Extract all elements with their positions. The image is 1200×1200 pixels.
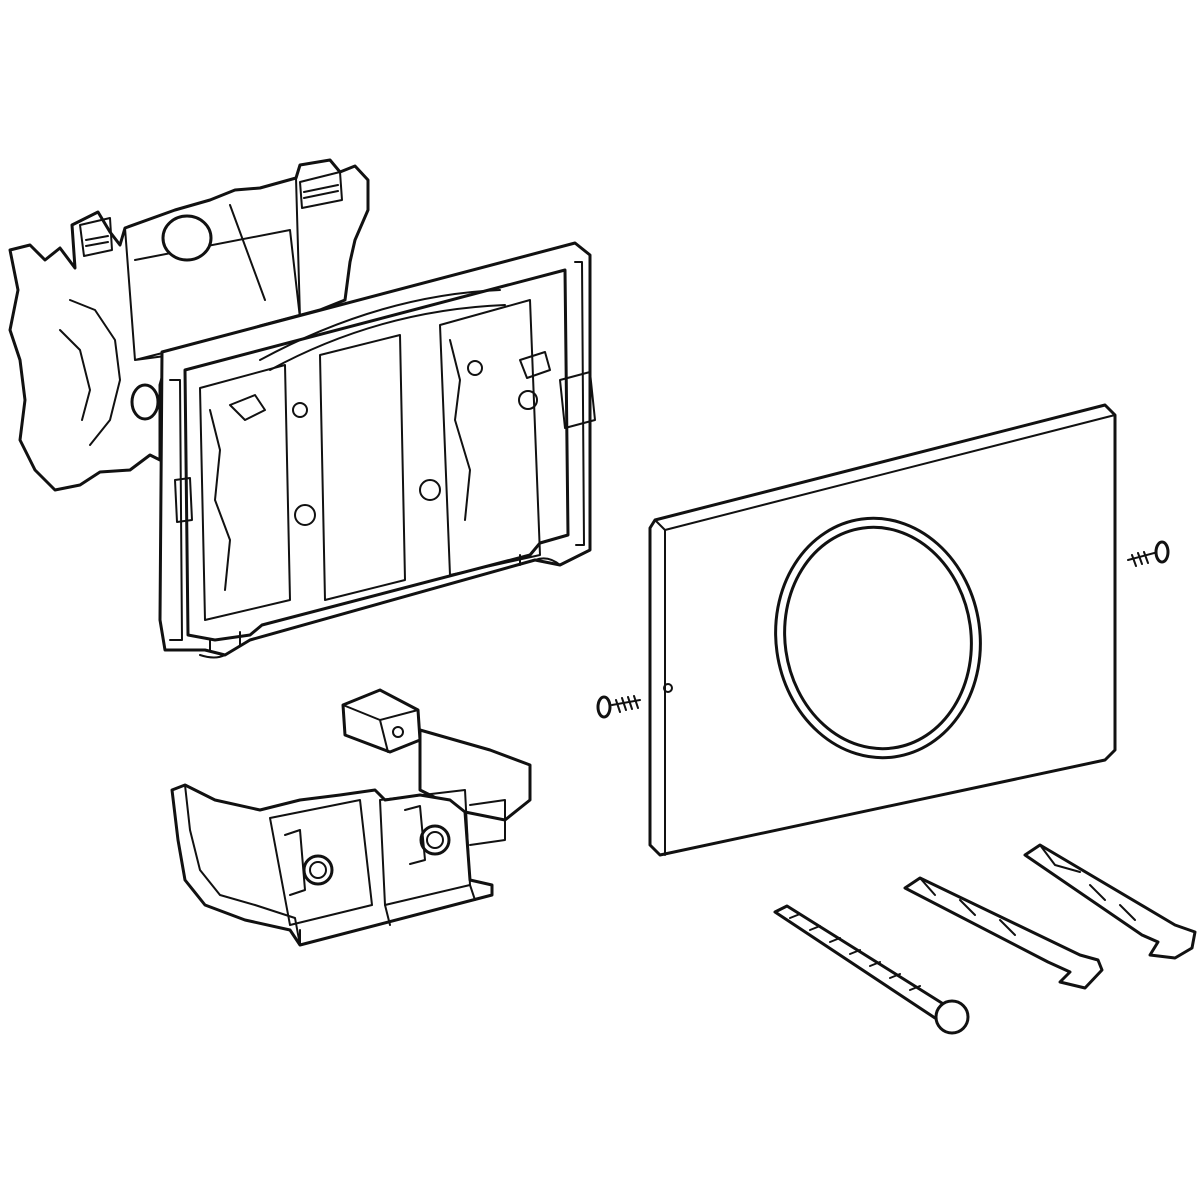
bracket-cable-hole	[161, 214, 213, 262]
actuator-port-right	[419, 824, 451, 856]
mounting-frame	[158, 241, 596, 659]
bolt-front-head	[934, 999, 970, 1035]
actuator-port-left	[302, 854, 334, 886]
cover-plate	[648, 403, 1117, 857]
flush-button-ring-inner	[783, 525, 973, 751]
mounting-bracket	[8, 158, 370, 492]
actuator-sensor-box	[341, 688, 422, 754]
actuator-module	[170, 688, 532, 947]
mounting-bolt-middle	[903, 876, 1104, 990]
mounting-bolt-back	[1023, 843, 1197, 960]
fixing-screw-left	[596, 695, 641, 719]
fixing-screw-right	[1127, 540, 1170, 567]
mounting-bolt-front	[773, 904, 970, 1035]
